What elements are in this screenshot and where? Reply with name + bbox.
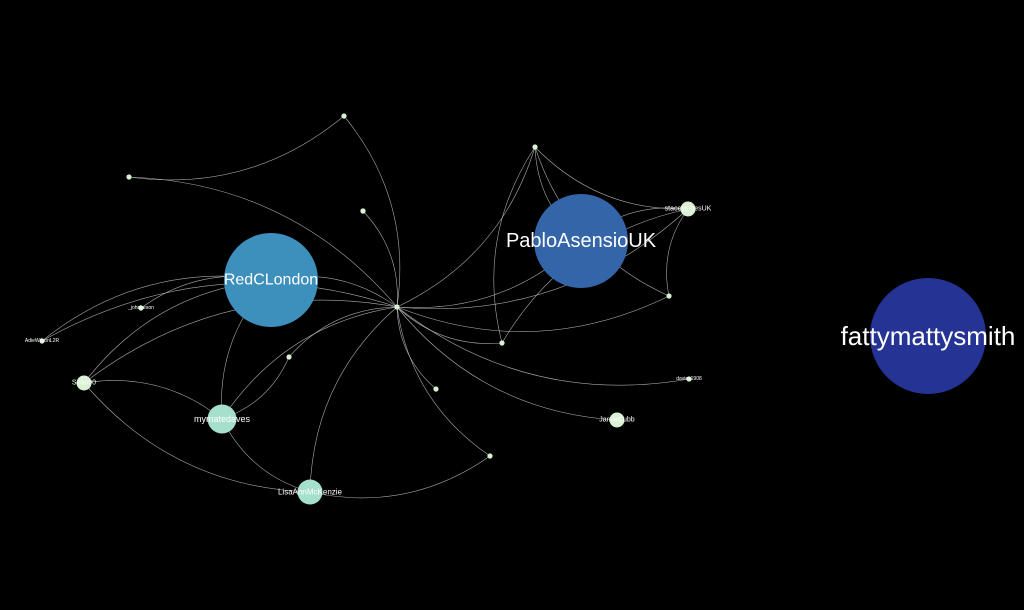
node-s2[interactable] bbox=[666, 293, 672, 299]
node-hub[interactable] bbox=[394, 304, 400, 310]
edge-hub-adie bbox=[41, 282, 398, 342]
node-jamie[interactable] bbox=[609, 412, 625, 428]
edge-s1-stacey bbox=[534, 146, 689, 210]
node-s6[interactable] bbox=[433, 386, 439, 392]
edge-hub-s2 bbox=[396, 295, 670, 332]
edge-lisa-s7 bbox=[309, 455, 491, 499]
node-label-fatty: fattymattysmith bbox=[841, 321, 1016, 351]
edge-s1-s3 bbox=[493, 146, 536, 344]
node-s7[interactable] bbox=[487, 453, 493, 459]
edge-hub-s5 bbox=[362, 210, 398, 308]
edge-hub-s4 bbox=[288, 306, 398, 358]
edge-hub-jamie bbox=[396, 306, 618, 421]
nodes-layer bbox=[39, 113, 986, 505]
node-s3[interactable] bbox=[499, 340, 505, 346]
edge-hub-topleft bbox=[343, 115, 401, 308]
node-davies[interactable] bbox=[686, 376, 692, 382]
edge-sean-lisa bbox=[83, 382, 311, 493]
node-label-jamie: JamieCubb bbox=[599, 417, 635, 424]
edge-hub-sean bbox=[83, 299, 398, 384]
node-label-mymatedaves: mymatedaves bbox=[194, 414, 251, 424]
edge-stacey-s2 bbox=[666, 208, 689, 297]
node-label-lisa: LisaAnnMcKenzie bbox=[278, 488, 343, 497]
node-stacey[interactable] bbox=[680, 201, 696, 217]
node-sean[interactable] bbox=[76, 375, 92, 391]
edge-hub-stacey bbox=[396, 208, 689, 310]
edge-hub-davies bbox=[396, 306, 690, 386]
node-label-redclondon: RedCLondon bbox=[224, 272, 318, 289]
edge-hub-gemma bbox=[128, 176, 398, 308]
edge-hub-s3 bbox=[396, 306, 503, 344]
node-label-john: _johnbeson bbox=[127, 305, 154, 311]
node-pablo[interactable] bbox=[534, 194, 628, 288]
edge-hub-s1 bbox=[396, 146, 536, 308]
node-label-stacey: staceyjonesUK bbox=[665, 206, 712, 213]
node-label-davies: davies1908 bbox=[676, 376, 702, 382]
edge-mymatedaves-sean bbox=[83, 380, 223, 420]
node-gemma[interactable] bbox=[126, 174, 132, 180]
edge-hub-s7 bbox=[396, 306, 491, 457]
labels-layer: RedCLondon PabloAsensioUK fattymattysmith m… bbox=[25, 206, 1016, 497]
node-fatty[interactable] bbox=[870, 278, 986, 394]
node-s1[interactable] bbox=[532, 144, 538, 150]
edge-hub-mymatedaves bbox=[221, 306, 398, 420]
edges-layer bbox=[41, 115, 690, 499]
edge-hub-lisa bbox=[309, 306, 398, 493]
node-label-sean: Sean90 bbox=[72, 380, 96, 387]
node-topleft[interactable] bbox=[341, 113, 347, 119]
node-s4[interactable] bbox=[286, 354, 292, 360]
edge-hub-s6 bbox=[396, 306, 437, 390]
node-adie[interactable] bbox=[39, 338, 45, 344]
node-john[interactable] bbox=[138, 305, 144, 311]
node-s8[interactable] bbox=[360, 208, 366, 214]
edge-gemma-topleft bbox=[128, 115, 345, 181]
node-label-pablo: PabloAsensioUK bbox=[506, 230, 657, 252]
node-mymatedaves[interactable] bbox=[207, 404, 237, 434]
node-redclondon[interactable] bbox=[224, 233, 318, 327]
node-lisa[interactable] bbox=[297, 479, 323, 505]
node-label-adie: AdieWilsonL2R bbox=[25, 338, 60, 344]
